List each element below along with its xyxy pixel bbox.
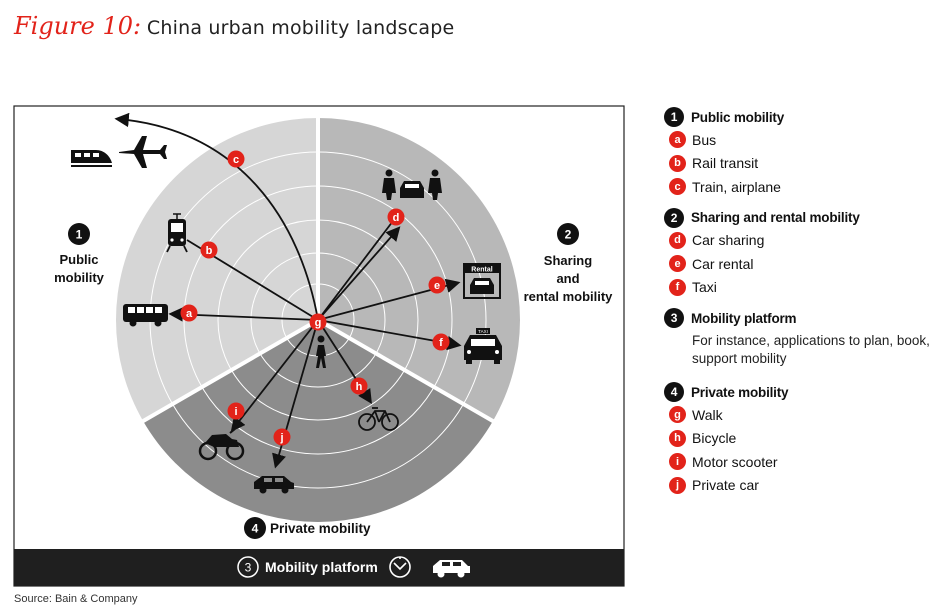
svg-text:g: g	[315, 317, 322, 329]
svg-text:d: d	[393, 212, 400, 224]
legend-title: Public mobility	[691, 109, 785, 125]
node-i: i	[227, 402, 245, 420]
sector-label-private: 4 Private mobility	[244, 517, 371, 539]
svg-text:e: e	[434, 280, 440, 292]
node-d: d	[387, 208, 405, 226]
legend-number: 1	[664, 107, 684, 127]
taxi-icon: TAXI	[464, 328, 502, 364]
car-sharing-icon	[382, 169, 442, 200]
node-e: e	[428, 276, 446, 294]
legend-number: 3	[664, 308, 684, 328]
node-b: b	[200, 241, 218, 259]
legend-group-platform: 3 Mobility platform For instance, applica…	[664, 307, 948, 368]
sector-dividers	[136, 112, 500, 426]
platform-car-icon	[433, 560, 470, 578]
figure-label: Figure 10:	[14, 12, 142, 40]
svg-text:mobility: mobility	[54, 270, 105, 285]
taxi-sign-text: TAXI	[478, 329, 488, 334]
svg-text:4: 4	[252, 522, 259, 536]
node-a: a	[180, 304, 198, 322]
rental-sign-text: Rental	[471, 267, 492, 274]
svg-text:i: i	[234, 406, 237, 418]
node-j: j	[273, 428, 291, 446]
node-h: h	[350, 377, 368, 395]
svg-text:2: 2	[565, 228, 572, 242]
svg-text:and: and	[556, 271, 579, 286]
node-c: c	[227, 150, 245, 168]
train-airplane-icon	[71, 136, 167, 168]
source-note: Source: Bain & Company	[14, 593, 138, 605]
node-g-center: g	[309, 313, 327, 331]
sector-label-sharing: 2 Sharing and rental mobility	[524, 223, 614, 304]
svg-text:h: h	[356, 381, 363, 393]
bicycle-icon	[358, 407, 399, 431]
figure-heading: China urban mobility landscape	[146, 17, 455, 39]
car-rental-icon: Rental	[463, 263, 501, 299]
platform-number-badge	[237, 556, 259, 578]
svg-text:Sharing: Sharing	[544, 253, 592, 268]
svg-text:1: 1	[76, 228, 83, 242]
sector-label-public: 1 Public mobility	[54, 223, 105, 285]
svg-text:f: f	[439, 337, 443, 349]
svg-text:Public: Public	[59, 252, 98, 267]
platform-label: Mobility platform	[265, 559, 378, 575]
svg-text:a: a	[186, 308, 193, 320]
private-car-icon	[254, 476, 294, 494]
legend-title: Mobility platform	[691, 310, 797, 326]
legend-number: 2	[664, 207, 684, 228]
svg-text:Private mobility: Private mobility	[270, 521, 371, 536]
bus-icon	[123, 304, 168, 327]
figure-title: Figure 10: China urban mobility landscap…	[14, 12, 454, 40]
svg-text:rental mobility: rental mobility	[524, 289, 614, 304]
node-f: f	[432, 333, 450, 351]
svg-text:c: c	[233, 154, 239, 166]
legend-number: 4	[664, 382, 684, 402]
motor-scooter-icon	[198, 428, 245, 461]
svg-text:b: b	[206, 245, 213, 257]
legend-description: For instance, applications to plan, book…	[692, 333, 930, 366]
legend-title: Private mobility	[691, 384, 789, 400]
platform-number: 3	[245, 561, 252, 575]
mobility-platform-bar	[14, 549, 624, 586]
public-mobility-sector	[115, 118, 318, 421]
svg-text:j: j	[279, 432, 283, 444]
app-clock-icon	[389, 556, 411, 578]
legend-title: Sharing and rental mobility	[691, 210, 860, 225]
tram-icon	[166, 213, 188, 253]
walk-icon	[316, 335, 326, 368]
